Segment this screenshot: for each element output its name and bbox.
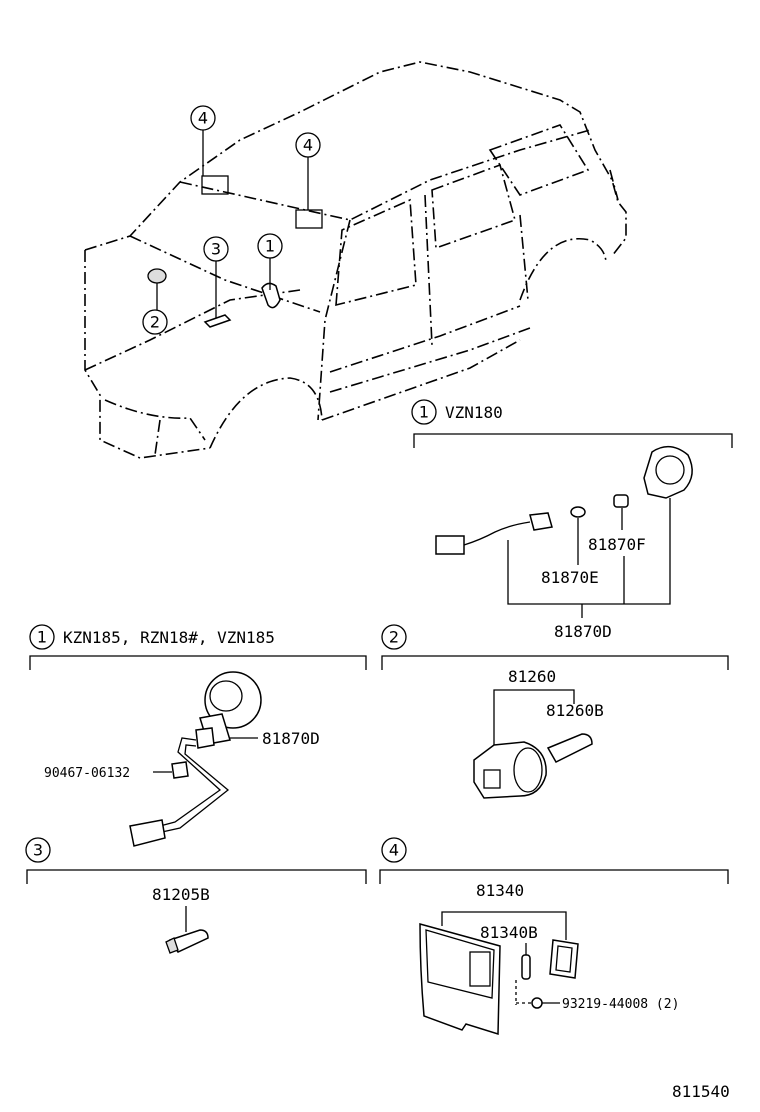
section-title-kzn185: KZN185, RZN18#, VZN185 <box>63 628 275 647</box>
part-label-93219-44008: 93219-44008 (2) <box>562 997 679 1012</box>
lamp-housing <box>643 446 693 499</box>
bulb-81870E <box>570 506 586 518</box>
part-label-81870F: 81870F <box>588 535 646 554</box>
part-label-90467-06132: 90467-06132 <box>44 766 130 781</box>
part-label-81870E: 81870E <box>541 568 599 587</box>
section-2: 2 <box>381 624 729 799</box>
callout-4-left: 4 <box>190 105 216 131</box>
connector <box>435 535 465 555</box>
bulb-81870F <box>613 494 629 508</box>
section-1-vzn180: 1 VZN180 <box>411 399 733 618</box>
lamp-connector <box>129 819 166 847</box>
callout-3: 3 <box>203 236 229 262</box>
svg-text:2: 2 <box>150 313 160 332</box>
part-label-81260: 81260 <box>508 667 556 686</box>
svg-text:3: 3 <box>211 240 221 259</box>
section-title-vzn180: VZN180 <box>445 403 503 422</box>
bulb-marker-2 <box>147 268 167 284</box>
svg-text:1: 1 <box>265 237 275 256</box>
part-label-81205B: 81205B <box>152 885 210 904</box>
part-label-81870D-vzn180: 81870D <box>554 622 612 641</box>
section-4: 4 <box>379 837 729 1036</box>
svg-text:2: 2 <box>389 628 399 647</box>
bulb-81205B <box>168 929 209 953</box>
callout-4-right: 4 <box>295 132 321 158</box>
part-label-81260B: 81260B <box>546 701 604 720</box>
bulb-marker-3 <box>203 314 232 328</box>
bulb-81260B <box>546 733 593 763</box>
lens <box>549 939 579 979</box>
svg-text:4: 4 <box>198 109 208 128</box>
vehicle-outline <box>84 61 627 459</box>
screw-93219 <box>531 997 543 1009</box>
section-3: 3 <box>25 837 367 954</box>
part-label-81340: 81340 <box>476 881 524 900</box>
part-label-81340B: 81340B <box>480 923 538 942</box>
svg-text:4: 4 <box>303 136 313 155</box>
clip-90467 <box>171 761 189 779</box>
socket <box>529 512 553 531</box>
vanity-lamp-right-marker <box>295 209 323 229</box>
bulb-marker-1 <box>261 282 281 309</box>
diagram-id: 811540 <box>672 1082 730 1101</box>
svg-text:1: 1 <box>37 628 47 647</box>
callout-2: 2 <box>142 309 168 335</box>
bulb-81340B <box>521 954 531 980</box>
part-label-81870D-kzn185: 81870D <box>262 729 320 748</box>
svg-text:4: 4 <box>389 841 399 860</box>
svg-text:1: 1 <box>419 403 429 422</box>
callout-1: 1 <box>257 233 283 259</box>
socket-81260 <box>473 741 547 799</box>
vanity-lamp-left-marker <box>201 175 229 195</box>
section-1-kzn185: 1 KZN185, RZN18#, VZN185 <box>29 624 367 847</box>
svg-text:3: 3 <box>33 841 43 860</box>
